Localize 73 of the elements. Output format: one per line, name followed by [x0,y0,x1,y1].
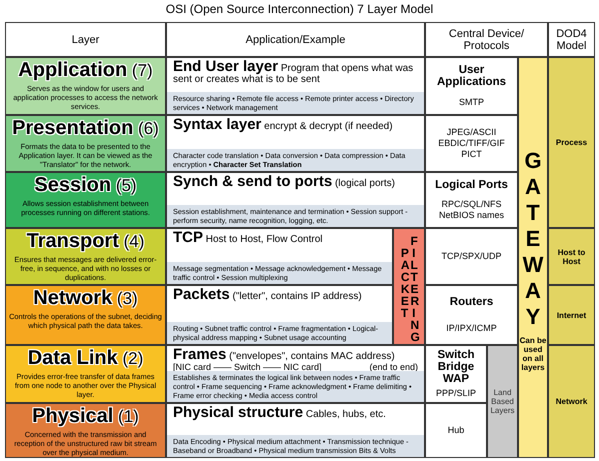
protocol-list: SMTP [458,96,484,108]
example-panel [166,345,425,403]
example-heading: End User layer Program that opens what was sent or creates what is to be sent [172,58,414,85]
layer-name: Network (3) [33,287,138,310]
layer-name: Application (7) [18,59,153,82]
protocol-list: RPC/SQL/NFS NetBIOS names [428,199,515,221]
column-header-cell [425,22,548,57]
layer-name: Presentation (6) [12,117,159,140]
device-name: Routers [450,296,494,308]
land-layers-label: Land Based Layers [489,388,516,415]
protocol-panel [425,172,518,228]
example-note: [NIC card —— Switch —— NIC card] [173,362,322,372]
layer-panel [5,228,166,285]
layer-panel [5,285,166,345]
example-panel [166,228,393,285]
example-heading: TCP Host to Host, Flow Control [172,229,324,245]
dod-layer-name: Network [556,397,588,406]
example-heading: Physical structure Cables, hubs, etc. [172,404,387,420]
protocol-list: PPP/SLIP [436,388,476,399]
protocol-panel [425,403,487,458]
column-header-cell [166,22,425,57]
device-name: Logical Ports [435,179,508,191]
layer-name: Data Link (2) [28,347,144,370]
column-header: Central Device/ Protocols [448,28,526,52]
example-heading: Frames ("envelopes", contains MAC address) [172,346,396,362]
protocol-list: Hub [448,425,464,436]
dod-model-panel [548,228,595,285]
dod-model-panel [548,57,595,228]
dod-layer-name: Internet [556,310,586,320]
device-name: User Applications [436,64,507,88]
example-heading: Synch & send to ports (logical ports) [172,173,396,189]
example-note: (end to end) [369,362,418,372]
protocol-list: JPEG/ASCII EBDIC/TIFF/GIF PICT [428,127,515,160]
gateway-note: Can be used on all layers [519,336,547,372]
protocol-panel [425,228,518,285]
layer-panel [5,403,166,458]
diagram-title: OSI (Open Source Interconnection) 7 Layer Model [164,2,434,16]
column-header: Application/Example [246,34,346,46]
example-panel [166,285,393,345]
example-heading: Packets ("letter", contains IP address) [172,286,363,302]
example-panel [166,57,425,115]
layer-panel [5,172,166,228]
example-panel [166,115,425,172]
layer-name: Transport (4) [26,230,144,253]
column-header: Layer [72,34,100,46]
column-header-cell [548,22,595,57]
layer-name: Physical (1) [32,405,139,428]
protocol-panel [425,345,487,403]
protocol-panel [425,285,518,345]
layer-panel [5,57,166,115]
example-panel [166,403,425,458]
layer-panel [5,115,166,172]
gateway-bar [518,57,548,458]
protocol-panel [425,57,518,115]
dod-model-panel [548,345,595,458]
filtering-label: PACKET [400,247,408,322]
packet-filtering-bar [393,228,425,345]
example-heading: Syntax layer encrypt & decrypt (if needed) [172,116,394,132]
protocol-list: TCP/SPX/UDP [441,251,502,262]
dod-layer-name: Host to Host [556,248,586,266]
dod-model-panel [548,285,595,345]
dod-layer-name: Process [556,138,588,147]
land-layers-panel [487,345,518,458]
example-panel [166,172,425,228]
filtering-label: FILTERING [410,235,418,344]
protocol-panel [425,115,518,172]
column-header-cell [5,22,166,57]
protocol-list: IP/IPX/ICMP [446,323,497,334]
gateway-label: GATEWAY [522,148,544,330]
layer-panel [5,345,166,403]
column-header: DOD4 Model [555,28,588,52]
layer-name: Session (5) [34,174,137,197]
device-name: Switch Bridge WAP [436,349,476,386]
